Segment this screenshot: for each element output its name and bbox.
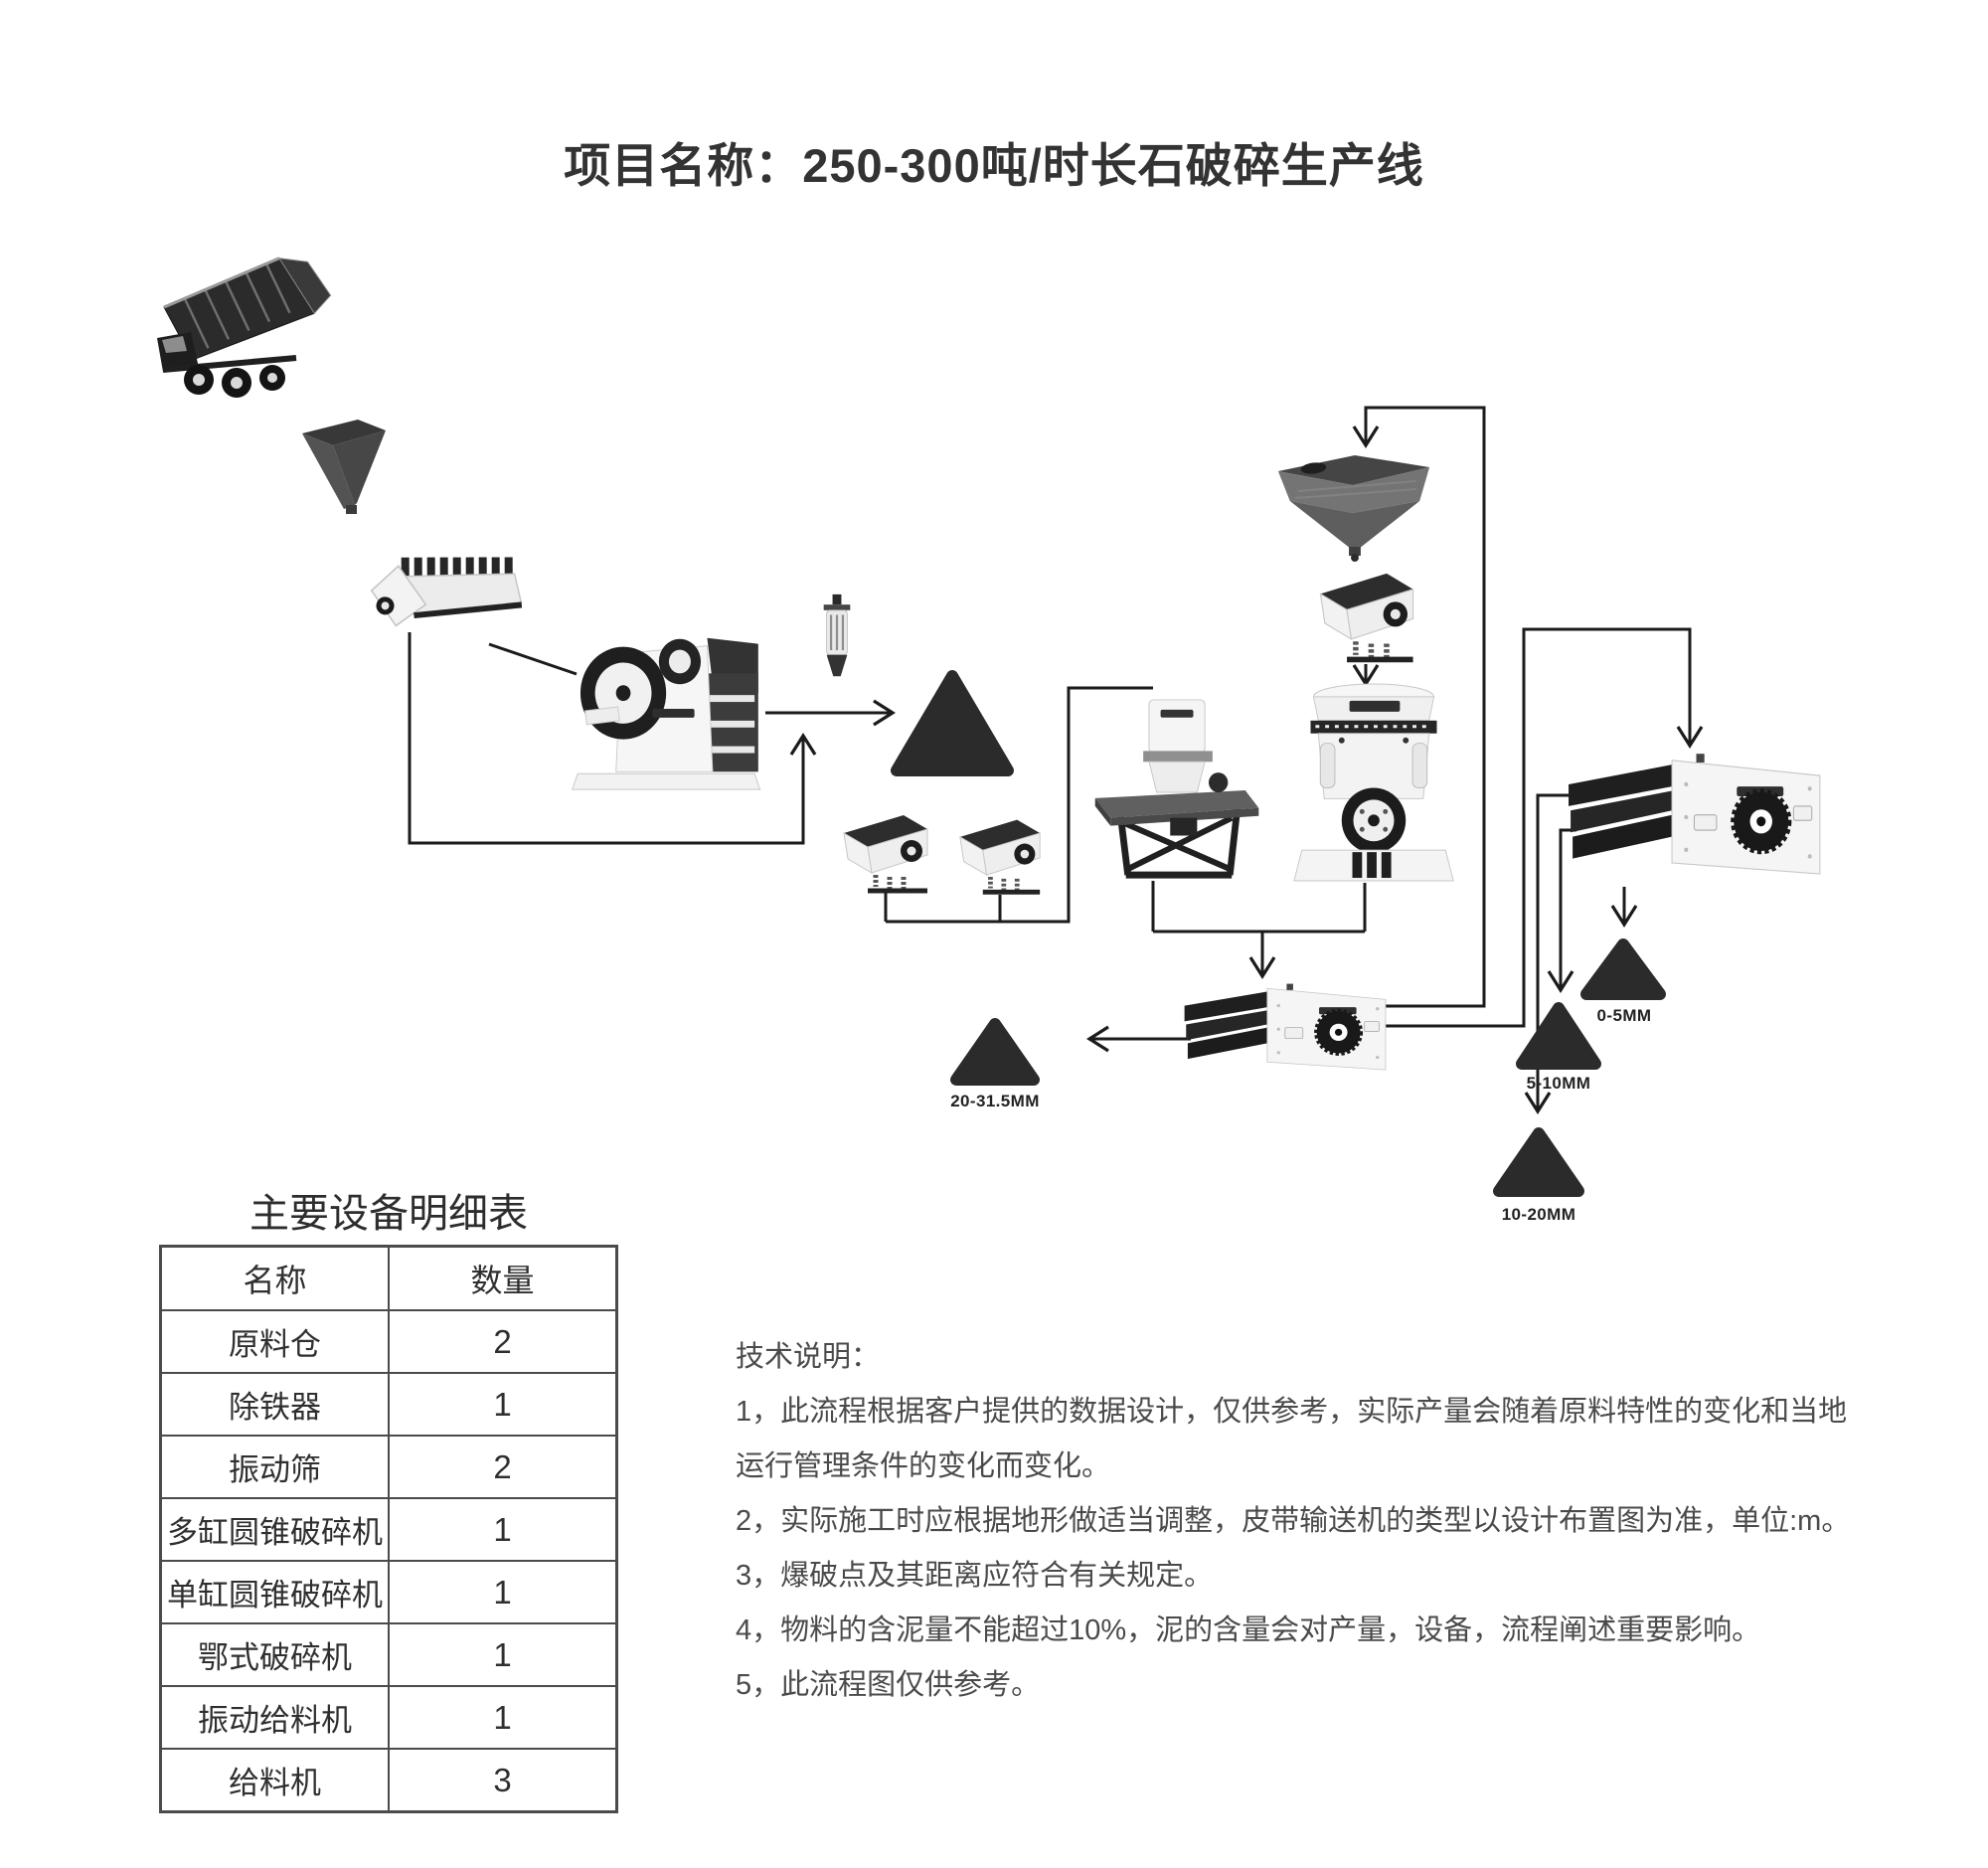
feeder-3-icon	[1319, 573, 1414, 663]
equipment-qty: 1	[388, 1560, 618, 1624]
magnetic-separator-icon	[823, 594, 851, 677]
equipment-table-title: 主要设备明细表	[249, 1192, 528, 1236]
multi-cylinder-cone-crusher-icon	[1293, 683, 1454, 882]
vibrating-screen-1-icon	[1184, 983, 1387, 1071]
equipment-qty: 1	[388, 1685, 618, 1750]
equipment-qty: 1	[388, 1372, 618, 1437]
table-row: 单缸圆锥破碎机 1	[159, 1560, 618, 1624]
table-row: 原料仓 2	[159, 1309, 618, 1374]
line-screen1-to-screen2	[1380, 627, 1704, 1028]
vibrating-feeder-icon	[370, 557, 523, 627]
stockpile-0-5mm-triangle	[1580, 938, 1666, 1000]
technical-note-item: 1，此流程根据客户提供的数据设计，仅供参考，实际产量会随着原料特性的变化和当地运…	[736, 1396, 1848, 1482]
table-header-name: 名称	[159, 1245, 390, 1311]
equipment-name: 鄂式破碎机	[159, 1622, 390, 1687]
stockpile-5-10mm-triangle	[1516, 1002, 1601, 1070]
feeder-2-icon	[959, 819, 1041, 895]
feed-hopper-icon	[302, 420, 386, 514]
table-header-qty: 数量	[388, 1245, 618, 1311]
table-row: 多缸圆锥破碎机 1	[159, 1497, 618, 1562]
equipment-name: 振动给料机	[159, 1685, 390, 1750]
surge-bin-icon	[1277, 455, 1430, 562]
dump-truck-icon	[157, 256, 332, 398]
stockpile-10-20mm-label: 10-20MM	[1501, 1205, 1576, 1224]
equipment-qty: 2	[388, 1435, 618, 1499]
technical-note-item: 2，实际施工时应根据地形做适当调整，皮带输送机的类型以设计布置图为准，单位:m。	[736, 1505, 1851, 1537]
equipment-name: 原料仓	[159, 1309, 390, 1374]
equipment-qty: 3	[388, 1748, 618, 1813]
equipment-name: 单缸圆锥破碎机	[159, 1560, 390, 1624]
line-screen1-recycle	[1352, 406, 1486, 1008]
table-row: 鄂式破碎机 1	[159, 1622, 618, 1687]
equipment-name: 振动筛	[159, 1435, 390, 1499]
stockpile-20-31-5mm-label: 20-31.5MM	[950, 1092, 1040, 1110]
technical-notes-title: 技术说明：	[736, 1341, 881, 1373]
jaw-crusher-icon	[572, 637, 761, 790]
stockpile-0-5mm-label: 0-5MM	[1596, 1006, 1652, 1025]
technical-note-item: 3，爆破点及其距离应符合有关规定。	[736, 1560, 1214, 1592]
table-row: 除铁器 1	[159, 1372, 618, 1437]
equipment-table: 名称 数量 原料仓 2 除铁器 1 振动筛 2 多缸圆锥破碎机 1 单缸圆锥破碎	[159, 1245, 618, 1813]
table-row: 给料机 3	[159, 1748, 618, 1813]
page-title: 项目名称：250-300吨/时长石破碎生产线	[564, 139, 1424, 192]
equipment-qty: 2	[388, 1309, 618, 1374]
equipment-name: 多缸圆锥破碎机	[159, 1497, 390, 1562]
stockpile-5-10mm-label: 5-10MM	[1526, 1074, 1591, 1093]
line-feeder-to-jaw	[488, 642, 578, 676]
line-screen2-deck1	[1524, 793, 1576, 1114]
stockpile-20-31-5mm-triangle	[950, 1018, 1040, 1086]
equipment-name: 给料机	[159, 1748, 390, 1813]
table-row: 振动给料机 1	[159, 1685, 618, 1750]
vibrating-screen-2-icon	[1569, 754, 1821, 875]
equipment-qty: 1	[388, 1622, 618, 1687]
stockpile-10-20mm-triangle	[1493, 1127, 1584, 1197]
table-row: 振动筛 2	[159, 1435, 618, 1499]
table-header-row: 名称 数量	[159, 1245, 618, 1311]
line-feeders-to-cone	[886, 686, 1153, 924]
line-feeder-bypass	[408, 632, 817, 845]
technical-note-item: 5，此流程图仅供参考。	[736, 1669, 1041, 1701]
transfer-stockpile-triangle	[891, 670, 1014, 776]
equipment-qty: 1	[388, 1497, 618, 1562]
technical-note-item: 4，物料的含泥量不能超过10%，泥的含量会对产量，设备，流程阐述重要影响。	[736, 1614, 1761, 1646]
technical-notes: 技术说明： 1，此流程根据客户提供的数据设计，仅供参考，实际产量会随着原料特性的…	[736, 1330, 1854, 1713]
equipment-name: 除铁器	[159, 1372, 390, 1437]
feeder-1-icon	[843, 815, 928, 894]
single-cylinder-cone-crusher-icon	[1094, 699, 1259, 879]
